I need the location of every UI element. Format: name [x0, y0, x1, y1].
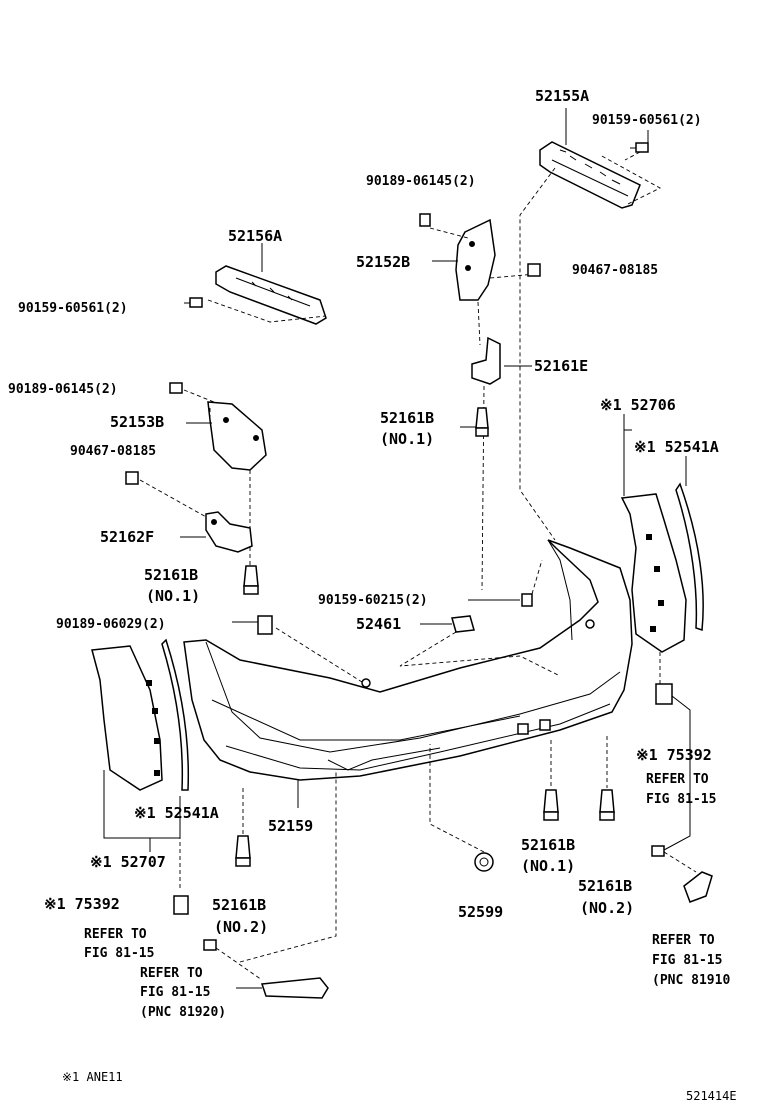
clip-icon [599, 789, 615, 821]
label-refer-l2-b: FIG 81-15 [140, 985, 210, 1000]
clip-icon [235, 835, 251, 867]
label-refer-r2-a: REFER TO [652, 933, 715, 948]
bolt-icon [169, 382, 183, 394]
bolt-icon [184, 297, 203, 308]
bolt-icon [203, 939, 217, 951]
bracket-52153B [207, 401, 267, 471]
label-75392-right: ※1 75392 [636, 746, 712, 764]
label-90159-60561-right: 90159-60561(2) [592, 113, 702, 128]
label-refer-r2-c: (PNC 81910 [652, 973, 730, 988]
label-52161B-top-no: (NO.1) [380, 430, 434, 448]
label-52461: 52461 [356, 615, 401, 633]
label-52541A-left: ※1 52541A [134, 804, 219, 822]
footnote: ※1 ANE11 [62, 1070, 123, 1084]
label-52161B-right-no: (NO.2) [580, 899, 634, 917]
retainer-52706 [620, 493, 687, 653]
label-90467-08185-right: 90467-08185 [572, 263, 658, 278]
connector-75392-left [173, 895, 189, 915]
bolt-icon [419, 213, 431, 227]
label-75392-left: ※1 75392 [44, 895, 120, 913]
clip-icon [243, 565, 259, 595]
bracket-52161E [471, 336, 501, 385]
label-52156A: 52156A [228, 227, 282, 245]
label-refer-l1-b: FIG 81-15 [84, 946, 154, 961]
bumper-cover-52159 [183, 539, 633, 781]
label-52155A: 52155A [535, 87, 589, 105]
label-52161B-bottom-left-no: (NO.2) [214, 918, 268, 936]
label-90189-06145-left: 90189-06145(2) [8, 382, 118, 397]
bolt-icon [651, 845, 665, 857]
connector-75392-right [655, 683, 673, 705]
retainer-52461 [451, 615, 475, 633]
retainer-52156A [215, 265, 327, 325]
label-52153B: 52153B [110, 413, 164, 431]
label-52599: 52599 [458, 903, 503, 921]
seal-52541A-left [161, 638, 190, 791]
bolt-icon [630, 142, 649, 153]
reflector-left [260, 977, 329, 999]
clip-icon [543, 789, 559, 821]
clip-icon [475, 407, 489, 437]
label-52162F: 52162F [100, 528, 154, 546]
label-52706: ※1 52706 [600, 396, 676, 414]
label-refer-l2-c: (PNC 81920) [140, 1005, 226, 1020]
label-refer-l1-a: REFER TO [84, 927, 147, 942]
label-52161E: 52161E [534, 357, 588, 375]
retainer-52155A [539, 141, 641, 209]
label-90189-06145-right: 90189-06145(2) [366, 174, 476, 189]
nut-icon [527, 263, 541, 277]
label-90159-60561-left: 90159-60561(2) [18, 301, 128, 316]
cap-52599 [474, 852, 494, 872]
label-refer-r1-b: FIG 81-15 [646, 792, 716, 807]
nut-icon [125, 471, 139, 485]
label-52161B-top: 52161B [380, 409, 434, 427]
label-52161B-left-no: (NO.1) [146, 587, 200, 605]
label-90189-06029: 90189-06029(2) [56, 617, 166, 632]
reflector-right [683, 871, 713, 903]
label-52161B-center: 52161B [521, 836, 575, 854]
label-52161B-center-no: (NO.1) [521, 857, 575, 875]
label-52159: 52159 [268, 817, 313, 835]
label-52707: ※1 52707 [90, 853, 166, 871]
label-refer-r1-a: REFER TO [646, 772, 709, 787]
label-52152B: 52152B [356, 253, 410, 271]
clip-icon [257, 615, 273, 635]
seal-52541A-right [675, 482, 704, 632]
bracket-52162F [205, 511, 253, 553]
bolt-icon [521, 593, 533, 607]
label-refer-l2-a: REFER TO [140, 966, 203, 981]
label-refer-r2-b: FIG 81-15 [652, 953, 722, 968]
label-52161B-bottom-left: 52161B [212, 896, 266, 914]
bracket-52152B [455, 218, 496, 301]
label-52161B-right: 52161B [578, 877, 632, 895]
label-52541A-right: ※1 52541A [634, 438, 719, 456]
retainer-52707 [91, 645, 163, 791]
diagram-id: 521414E [686, 1089, 737, 1103]
label-90159-60215: 90159-60215(2) [318, 593, 428, 608]
label-52161B-left: 52161B [144, 566, 198, 584]
label-90467-08185-left: 90467-08185 [70, 444, 156, 459]
